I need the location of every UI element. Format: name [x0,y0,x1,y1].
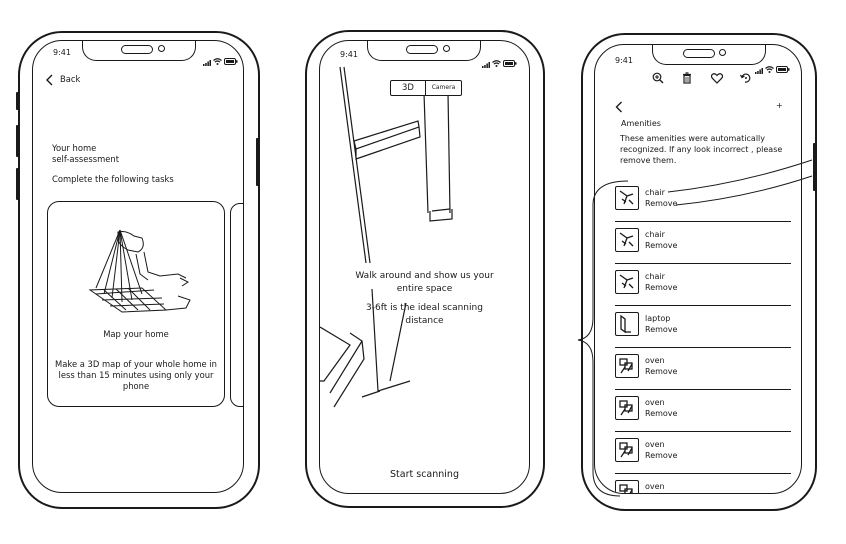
camera-dot [719,49,726,56]
rotate-icon[interactable] [740,72,752,84]
item-name: oven [645,356,665,365]
phone-screen-2: 9:41 3D Camera Walk around and show us y [319,40,530,494]
chair-thumbnail-icon [615,270,639,294]
trash-icon[interactable] [682,72,692,84]
section-title: Amenities [621,119,661,128]
signal-icon [755,59,763,78]
view-toggle: 3D Camera [390,80,462,96]
list-item: oven [595,475,801,493]
row-divider [615,347,791,349]
battery-icon [224,50,238,69]
wifi-icon [213,50,222,69]
status-time: 9:41 [615,56,633,65]
signal-icon [482,53,490,72]
oven-thumbnail-icon [615,480,639,493]
chair-thumbnail-icon [615,186,639,210]
item-name: chair [645,188,665,197]
item-name: chair [645,272,665,281]
page-title: Your home [52,143,97,153]
side-button [813,143,816,191]
row-divider [615,305,791,307]
phone-screen-1: 9:41 Back Your home self-assessment Comp… [32,40,244,493]
oven-thumbnail-icon [615,354,639,378]
add-button[interactable]: + [776,101,783,110]
side-button [16,168,19,200]
side-button [16,92,19,110]
scan-instruction-line2: entire space [396,284,453,294]
wifi-icon [492,52,501,71]
heart-icon[interactable] [711,73,723,84]
item-name: chair [645,230,665,239]
tasks-subtitle: Complete the following tasks [52,174,174,184]
card-description-line3: phone [122,381,150,391]
row-divider [615,263,791,265]
card-description: Make a 3D map of your whole home in [55,359,217,369]
zoom-in-icon[interactable] [652,72,664,84]
oven-thumbnail-icon [615,438,639,462]
phone-screen-3: 9:41 + Amenities These amenities were au… [594,44,802,494]
remove-button[interactable]: Remove [645,367,678,376]
start-scanning-button[interactable]: Start scanning [390,469,459,480]
amenities-description-line2: recognized. If any look incorrect , plea… [620,145,783,154]
remove-button[interactable]: Remove [645,409,678,418]
amenities-description: These amenities were automatically [620,134,765,143]
laptop-thumbnail-icon [615,312,639,336]
speaker [121,45,153,54]
status-time: 9:41 [53,48,71,57]
remove-button[interactable]: Remove [645,283,678,292]
signal-icon [203,51,211,66]
battery-icon [776,58,790,77]
page-title-line2: self-assessment [52,154,119,164]
scan-distance-tip: 3-6ft is the ideal scanning [366,303,483,313]
chevron-left-icon [46,74,53,86]
camera-dot [158,45,165,52]
item-name: laptop [645,314,671,323]
chevron-left-icon[interactable] [615,101,623,113]
speaker [406,45,438,54]
toggle-camera[interactable]: Camera [431,84,456,91]
side-button [16,125,19,157]
home-mapping-illustration [88,229,191,313]
oven-thumbnail-icon [615,396,639,420]
scan-instruction: Walk around and show us your [355,271,494,281]
remove-button[interactable]: Remove [645,325,678,334]
remove-button[interactable]: Remove [645,451,678,460]
status-time: 9:41 [340,50,358,59]
item-name: oven [645,482,665,491]
battery-icon [503,52,517,71]
camera-scan-scene [320,66,453,408]
card-description-line2: less than 15 minutes using only your [58,370,214,380]
item-name: oven [645,398,665,407]
side-button [256,138,259,186]
camera-dot [443,45,450,52]
wifi-icon [765,58,774,77]
amenities-description-line3: remove them. [620,156,677,165]
toggle-divider [425,81,427,95]
map-home-card[interactable]: Map your home Make a 3D map of your whol… [47,201,225,407]
back-label: Back [60,74,81,84]
remove-button[interactable]: Remove [645,199,678,208]
toggle-3d[interactable]: 3D [402,83,414,93]
row-divider [615,221,791,223]
row-divider [615,389,791,391]
scan-distance-tip-line2: distance [405,316,444,326]
row-divider [615,431,791,433]
next-card-peek[interactable] [230,203,243,407]
card-title: Map your home [103,329,169,339]
chair-thumbnail-icon [615,228,639,252]
row-divider [615,473,791,475]
remove-button[interactable]: Remove [645,241,678,250]
back-button[interactable]: Back [44,73,94,87]
speaker [683,49,715,58]
item-name: oven [645,440,665,449]
